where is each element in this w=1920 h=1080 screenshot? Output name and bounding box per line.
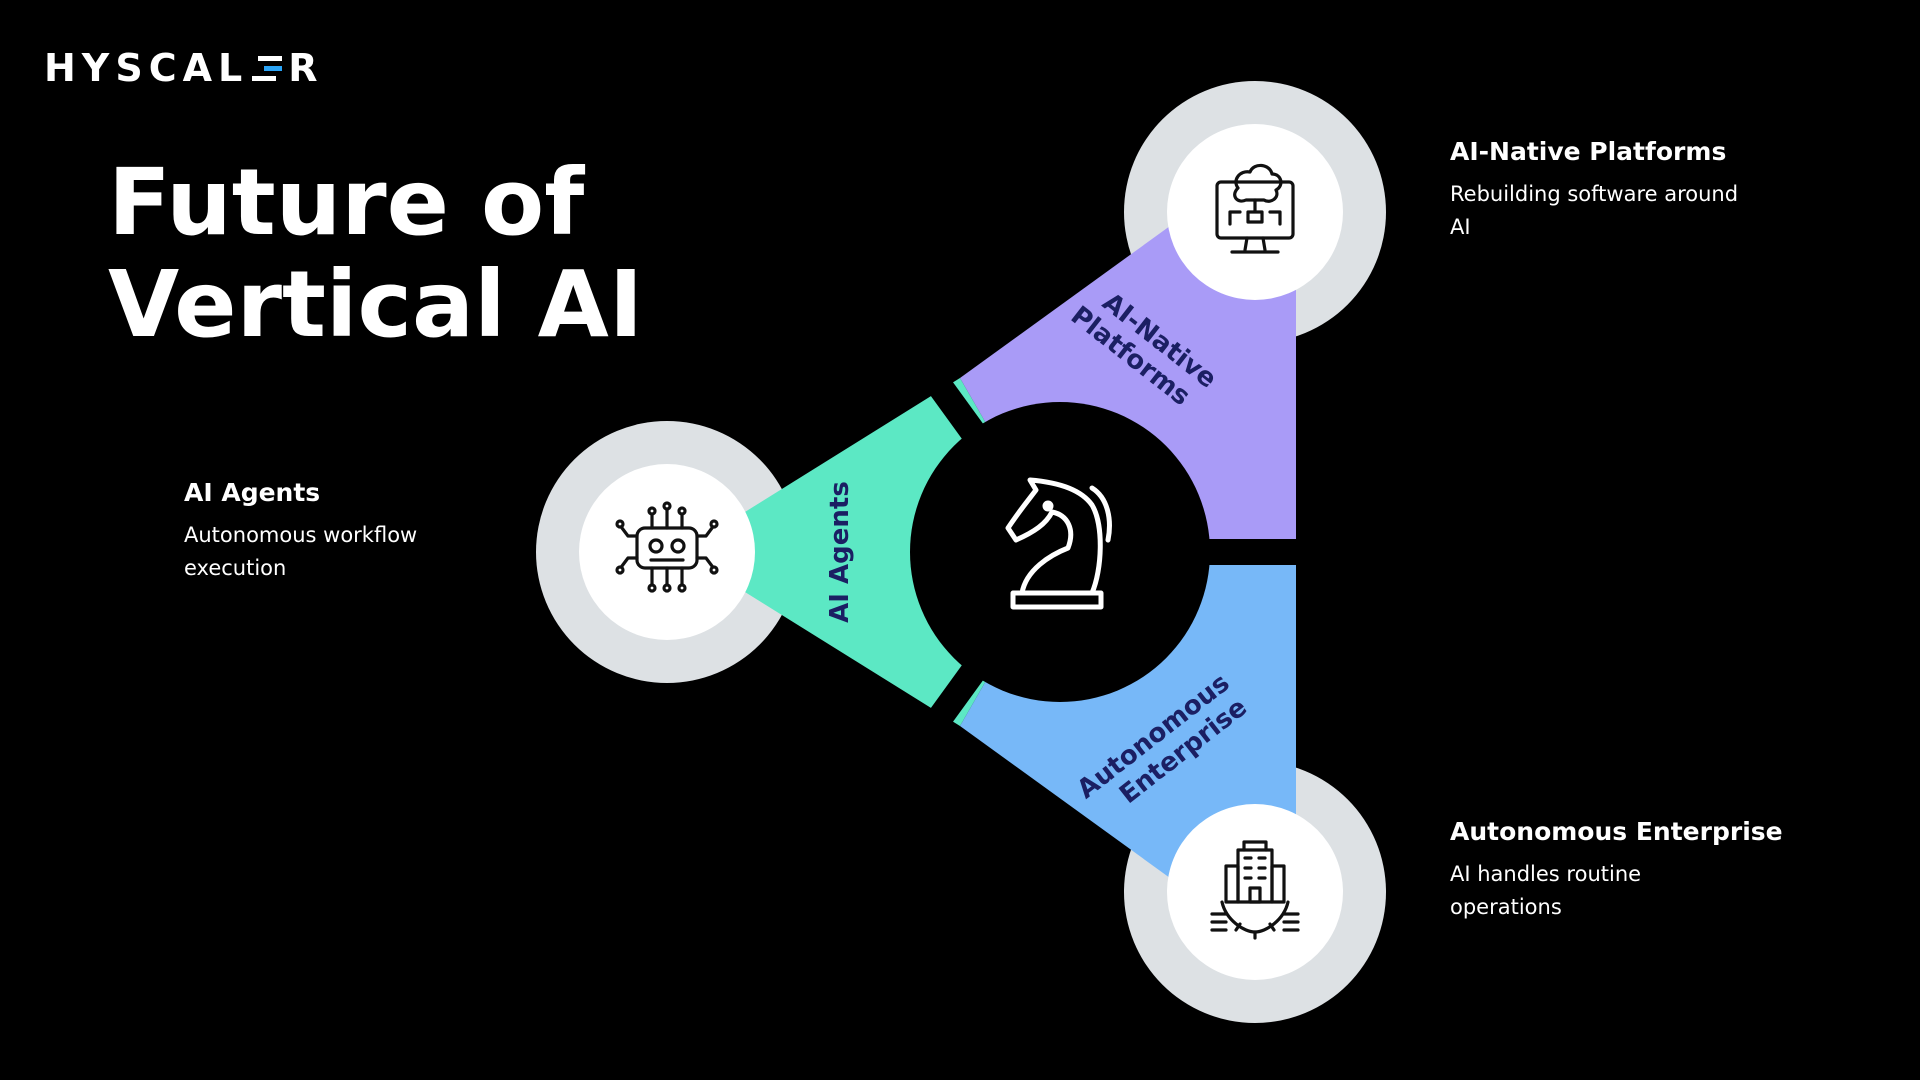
icon-circle-agents bbox=[579, 464, 755, 640]
text-enterprise-line1: AI handles routine bbox=[1450, 862, 1642, 886]
text-native-line1: Rebuilding software around bbox=[1450, 182, 1739, 206]
text-enterprise: AI handles routine operations bbox=[1450, 858, 1830, 924]
description-agents: AI Agents Autonomous workflow execution bbox=[184, 478, 544, 585]
brain-monitor-icon bbox=[1215, 163, 1295, 254]
logo-e-mark-icon bbox=[252, 53, 283, 83]
logo-text-left: HYSCAL bbox=[44, 46, 249, 90]
heading-enterprise: Autonomous Enterprise bbox=[1450, 817, 1783, 846]
page-title: Future of Vertical AI bbox=[108, 152, 728, 356]
title-line-1: Future of bbox=[108, 149, 585, 256]
text-agents-line2: execution bbox=[184, 556, 287, 580]
icon-circle-enterprise bbox=[1167, 804, 1343, 980]
chess-knight-icon bbox=[1005, 477, 1112, 610]
segment-label-agents: AI Agents bbox=[825, 481, 855, 623]
logo-text-right: R bbox=[288, 46, 324, 90]
text-native-line2: AI bbox=[1450, 215, 1471, 239]
heading-native: AI-Native Platforms bbox=[1450, 137, 1727, 166]
description-enterprise: Autonomous Enterprise AI handles routine… bbox=[1450, 817, 1830, 924]
robot-chip-icon bbox=[615, 501, 719, 593]
description-native: AI-Native Platforms Rebuilding software … bbox=[1450, 137, 1810, 244]
text-enterprise-line2: operations bbox=[1450, 895, 1562, 919]
text-agents: Autonomous workflow execution bbox=[184, 519, 544, 585]
brand-logo: HYSCAL R bbox=[44, 46, 323, 90]
heading-agents: AI Agents bbox=[184, 478, 321, 507]
text-agents-line1: Autonomous workflow bbox=[184, 523, 418, 547]
title-line-2: Vertical AI bbox=[108, 251, 644, 358]
text-native: Rebuilding software around AI bbox=[1450, 178, 1810, 244]
building-gear-icon bbox=[1210, 840, 1300, 940]
